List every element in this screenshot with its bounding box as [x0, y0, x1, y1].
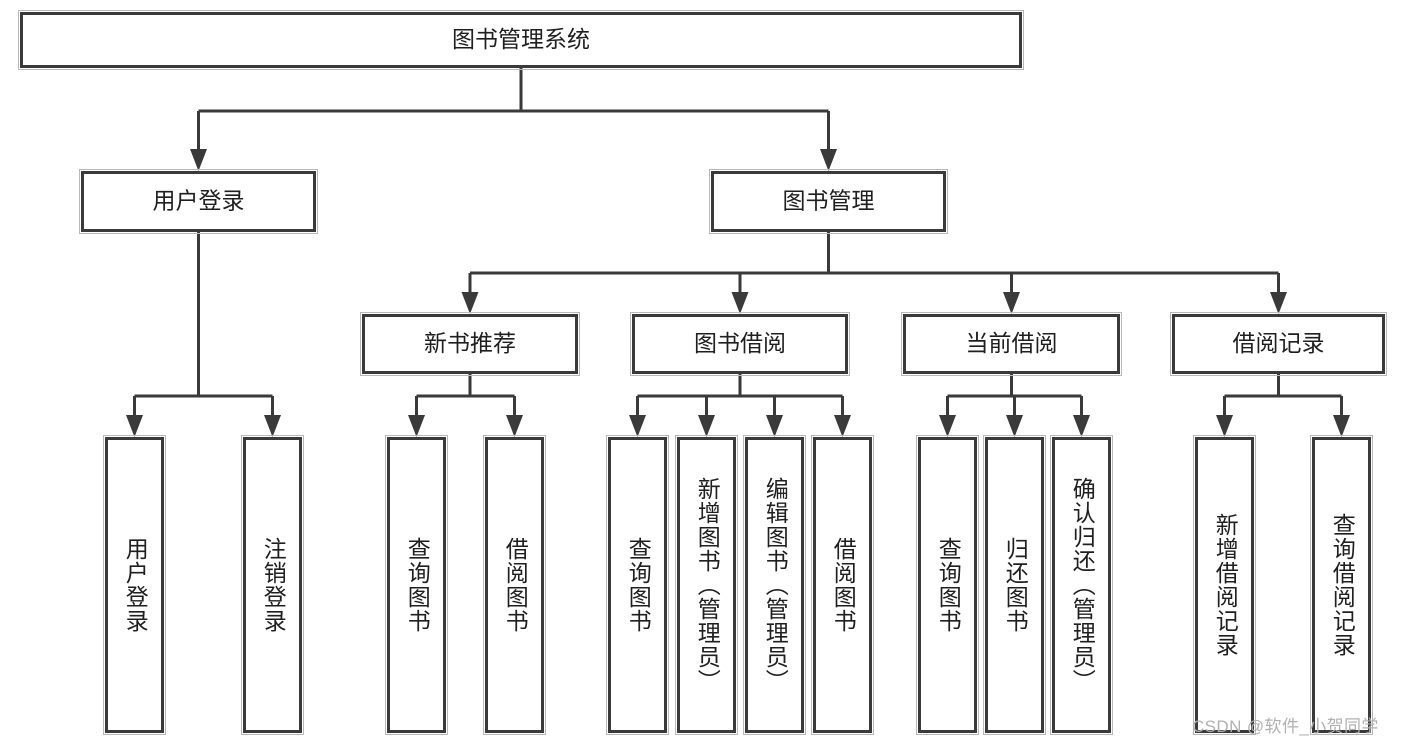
connectors-layer — [126, 68, 1350, 437]
node-user-login[interactable] — [79, 169, 318, 234]
node-label-borrow-record: 借阅记录 — [1233, 330, 1325, 356]
node-leaf-query-book-1[interactable] — [385, 435, 448, 735]
node-label-book-borrow: 图书借阅 — [694, 330, 786, 356]
node-leaf-query-record[interactable] — [1310, 435, 1373, 735]
node-leaf-return-book[interactable] — [983, 435, 1046, 735]
node-root[interactable] — [18, 10, 1024, 70]
node-label-user-login: 用户登录 — [153, 188, 245, 214]
node-label-book-manage: 图书管理 — [783, 188, 875, 214]
node-book-manage[interactable] — [709, 169, 948, 234]
node-leaf-add-book[interactable] — [675, 435, 738, 735]
node-leaf-borrow-book-2[interactable] — [811, 435, 874, 735]
node-label-new-book-rec: 新书推荐 — [424, 330, 516, 356]
csdn-watermark: CSDN @软件_小贺同学 — [1192, 717, 1379, 736]
node-current-borrow[interactable] — [901, 312, 1122, 376]
node-new-book-rec[interactable] — [360, 312, 580, 376]
connector-group-user-login — [126, 232, 281, 437]
connector-group-borrow-record — [1216, 374, 1350, 437]
node-leaf-user-login[interactable] — [103, 435, 166, 735]
node-book-borrow[interactable] — [630, 312, 850, 376]
node-leaf-logout[interactable] — [241, 435, 304, 735]
node-label-current-borrow: 当前借阅 — [966, 330, 1058, 356]
boxes-layer — [18, 10, 1387, 735]
connector-group-book-borrow — [629, 374, 851, 437]
node-leaf-borrow-book-1[interactable] — [483, 435, 546, 735]
node-leaf-add-record[interactable] — [1193, 435, 1256, 735]
node-leaf-edit-book[interactable] — [743, 435, 806, 735]
connector-group-book-manage — [461, 232, 1287, 314]
connector-group-current-borrow — [939, 374, 1090, 437]
node-label-root: 图书管理系统 — [452, 26, 590, 52]
node-leaf-query-book-2[interactable] — [606, 435, 669, 735]
node-leaf-query-book-3[interactable] — [916, 435, 979, 735]
node-borrow-record[interactable] — [1170, 312, 1387, 376]
connector-group-root — [190, 68, 837, 171]
node-leaf-confirm-return[interactable] — [1050, 435, 1113, 735]
connector-group-new-book-rec — [408, 374, 523, 437]
